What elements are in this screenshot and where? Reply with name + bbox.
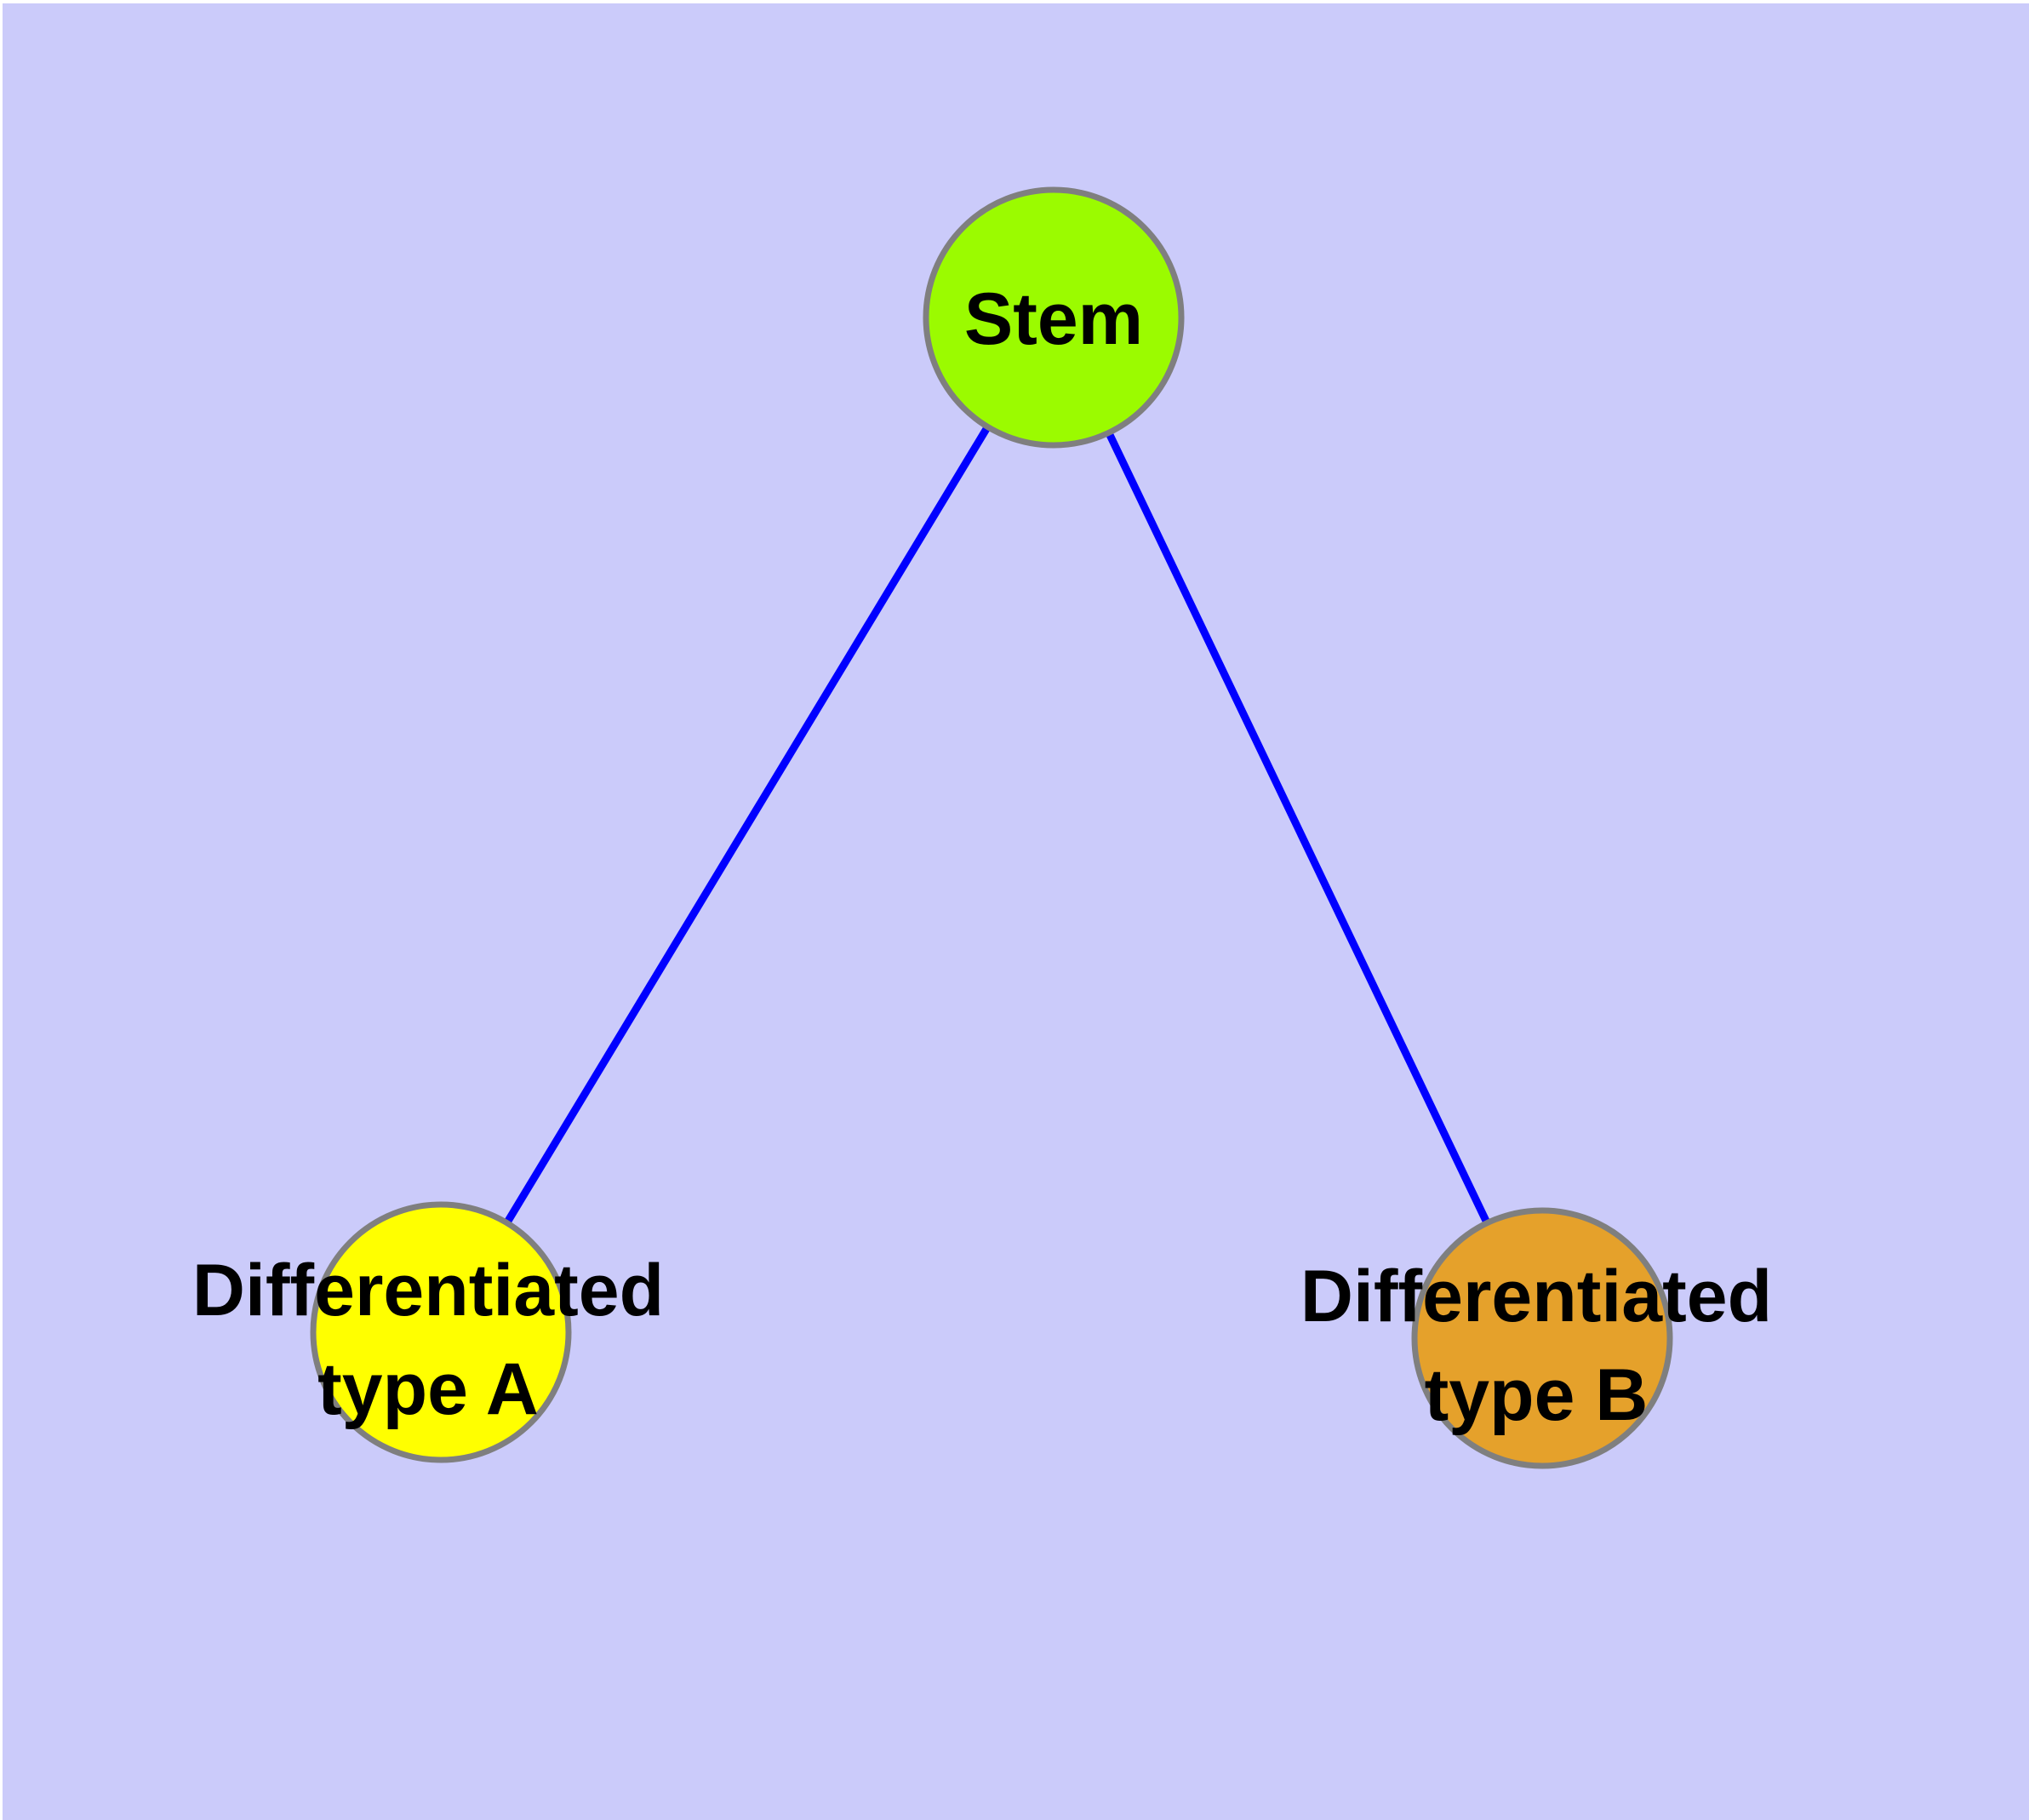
stem-node-label: Stem (964, 278, 1143, 360)
type-a-node-circle (310, 1201, 572, 1463)
edge-stem-to-type-b (1049, 316, 1546, 1340)
edge-stem-to-type-a (437, 315, 1057, 1335)
type-b-node-circle (1411, 1207, 1673, 1469)
node-differentiated-type-b: Differentiated type B (1300, 1207, 1772, 1469)
type-a-node-label-line1: Differentiated (192, 1250, 664, 1331)
type-b-node-label-line1: Differentiated (1300, 1256, 1772, 1337)
node-stem: Stem (923, 186, 1185, 449)
type-b-node-label-line2: type B (1425, 1354, 1649, 1436)
type-a-node-label-line2: type A (317, 1348, 539, 1430)
edge-group (437, 315, 1546, 1340)
stem-node-circle (923, 186, 1185, 449)
node-differentiated-type-a: Differentiated type A (192, 1201, 664, 1463)
